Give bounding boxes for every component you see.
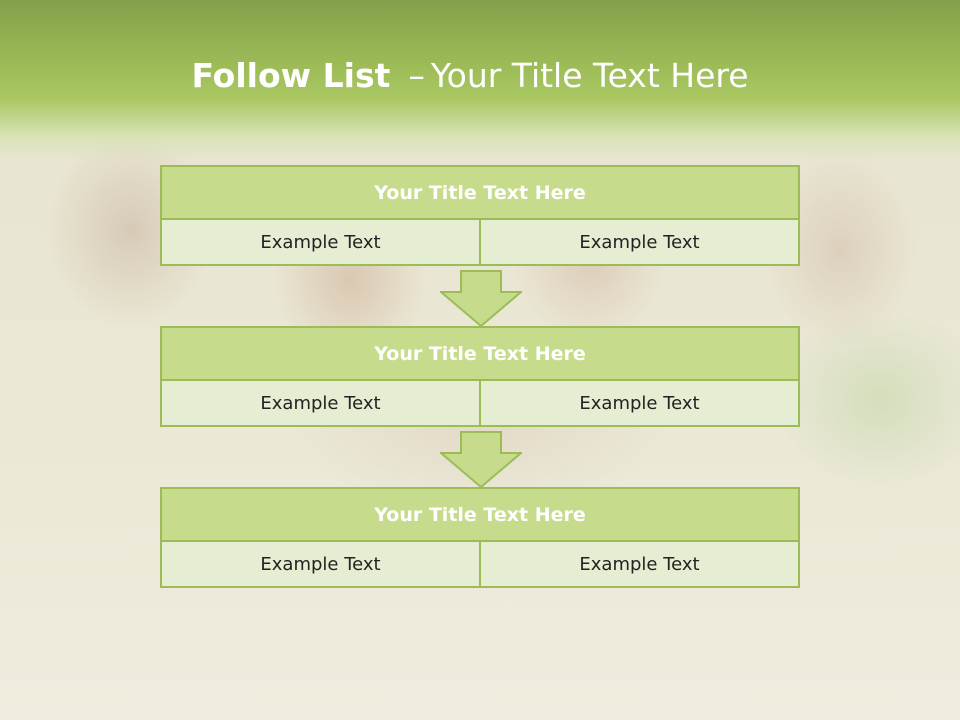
step-block-3: Your Title Text Here Example Text Exampl… xyxy=(160,487,800,588)
step-cell-left: Example Text xyxy=(160,379,481,427)
title-bold: Follow List xyxy=(191,56,391,95)
step-title: Your Title Text Here xyxy=(160,487,800,542)
slide-title: Follow List–Your Title Text Here xyxy=(0,56,950,95)
title-separator: – xyxy=(408,56,425,95)
step-title: Your Title Text Here xyxy=(160,326,800,381)
step-cell-right: Example Text xyxy=(479,379,800,427)
step-row: Example Text Example Text xyxy=(160,540,800,588)
step-cell-right: Example Text xyxy=(479,540,800,588)
step-block-2: Your Title Text Here Example Text Exampl… xyxy=(160,326,800,427)
step-block-1: Your Title Text Here Example Text Exampl… xyxy=(160,165,800,266)
step-cell-left: Example Text xyxy=(160,540,481,588)
title-banner xyxy=(0,0,960,160)
title-rest: Your Title Text Here xyxy=(430,56,749,95)
down-arrow-icon xyxy=(440,431,522,488)
step-row: Example Text Example Text xyxy=(160,218,800,266)
step-row: Example Text Example Text xyxy=(160,379,800,427)
step-title: Your Title Text Here xyxy=(160,165,800,220)
down-arrow-icon xyxy=(440,270,522,327)
step-cell-left: Example Text xyxy=(160,218,481,266)
step-cell-right: Example Text xyxy=(479,218,800,266)
